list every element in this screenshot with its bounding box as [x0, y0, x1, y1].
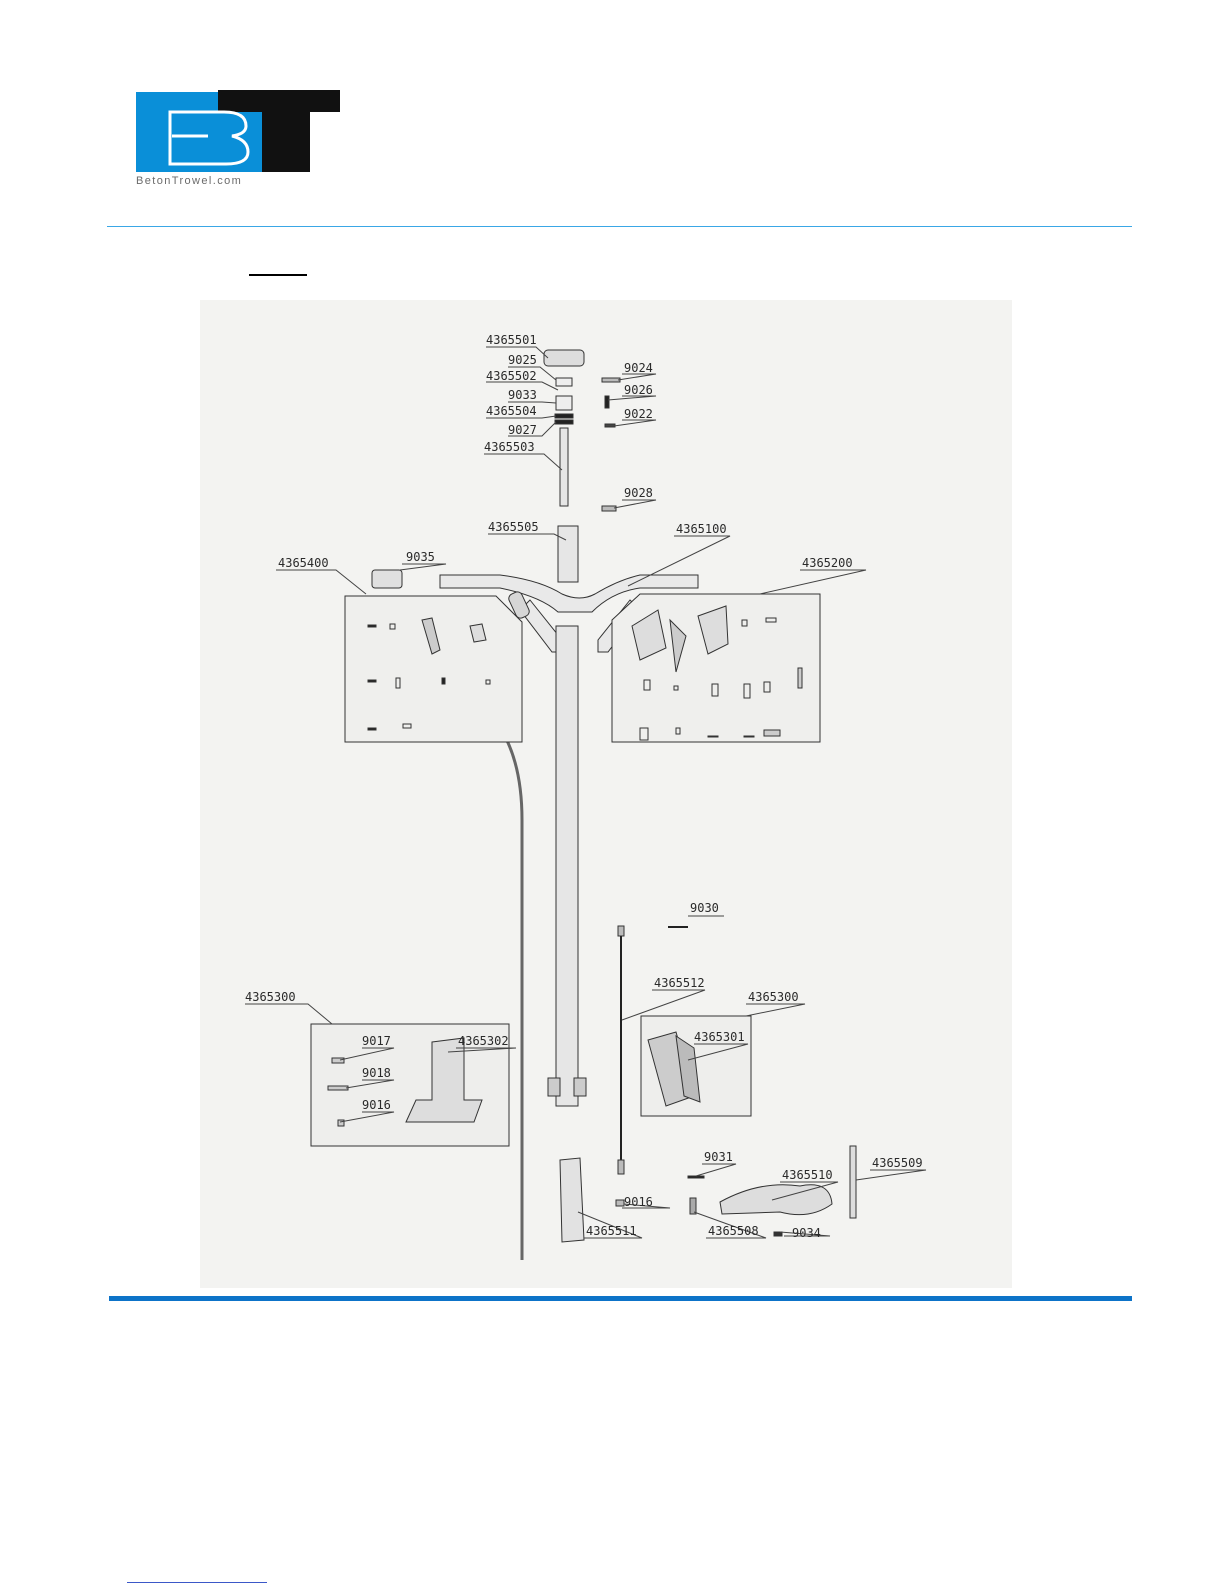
- label-9022: 9022: [624, 407, 653, 421]
- diagram-svg: 4365501 9025 4365502 9033 4365504 9027 4…: [200, 300, 1012, 1288]
- handle-cap-part: [544, 350, 584, 366]
- label-4365300-left: 4365300: [245, 990, 296, 1004]
- sleeve-4365505: [558, 526, 578, 582]
- tube-bracket-left: [548, 1078, 560, 1096]
- bracket-box-left: [311, 1024, 509, 1146]
- label-4365400: 4365400: [278, 556, 329, 570]
- pin-9031: [688, 1176, 704, 1178]
- label-9035: 9035: [406, 550, 435, 564]
- shaft-part: [560, 428, 568, 506]
- logo-graphic: BetonTrowel.com: [136, 90, 342, 186]
- spring-part-1: [555, 414, 573, 418]
- label-4365502: 4365502: [486, 369, 537, 383]
- pin-9022: [605, 424, 615, 427]
- logo-text: BetonTrowel.com: [136, 175, 242, 186]
- pin-9016-mid: [616, 1200, 624, 1206]
- label-4365504: 4365504: [486, 404, 537, 418]
- pin-9028: [602, 506, 616, 511]
- label-9028: 9028: [624, 486, 653, 500]
- clip-4365508: [690, 1198, 696, 1214]
- nut-part: [556, 396, 572, 410]
- tube-bracket-right: [574, 1078, 586, 1096]
- pin-9024: [602, 378, 620, 382]
- label-4365510: 4365510: [782, 1168, 833, 1182]
- label-4365300-right: 4365300: [748, 990, 799, 1004]
- label-4365200: 4365200: [802, 556, 853, 570]
- sleeve-4365511: [560, 1158, 584, 1242]
- heading-underline: [249, 274, 307, 276]
- label-4365505: 4365505: [488, 520, 539, 534]
- top-divider: [107, 226, 1132, 227]
- cable-end-top: [618, 926, 624, 936]
- footer-link-underline[interactable]: [127, 1582, 267, 1583]
- washer-part: [556, 378, 572, 386]
- label-9030: 9030: [690, 901, 719, 915]
- main-tube: [556, 626, 578, 1106]
- pin-9026: [605, 396, 609, 408]
- label-9026: 9026: [624, 383, 653, 397]
- label-4365512: 4365512: [654, 976, 705, 990]
- parts-panel-left: [345, 596, 522, 742]
- label-4365503: 4365503: [484, 440, 535, 454]
- label-4365511: 4365511: [586, 1224, 637, 1238]
- lever-4365510: [720, 1185, 832, 1215]
- betontrowel-logo: BetonTrowel.com: [136, 90, 342, 186]
- label-9025: 9025: [508, 353, 537, 367]
- label-4365509: 4365509: [872, 1156, 923, 1170]
- label-9016-mid: 9016: [624, 1195, 653, 1209]
- spring-part-2: [555, 420, 573, 424]
- cable-end-bottom: [618, 1160, 624, 1174]
- exploded-parts-diagram: 4365501 9025 4365502 9033 4365504 9027 4…: [200, 300, 1012, 1288]
- label-9027: 9027: [508, 423, 537, 437]
- label-9031: 9031: [704, 1150, 733, 1164]
- screw-9034: [774, 1232, 782, 1236]
- grip-9035: [372, 570, 402, 588]
- label-9033: 9033: [508, 388, 537, 402]
- throttle-cable: [456, 690, 522, 1260]
- bottom-divider: [109, 1296, 1132, 1301]
- label-4365100: 4365100: [676, 522, 727, 536]
- label-4365501: 4365501: [486, 333, 537, 347]
- pin-4365509: [850, 1146, 856, 1218]
- label-9024: 9024: [624, 361, 653, 375]
